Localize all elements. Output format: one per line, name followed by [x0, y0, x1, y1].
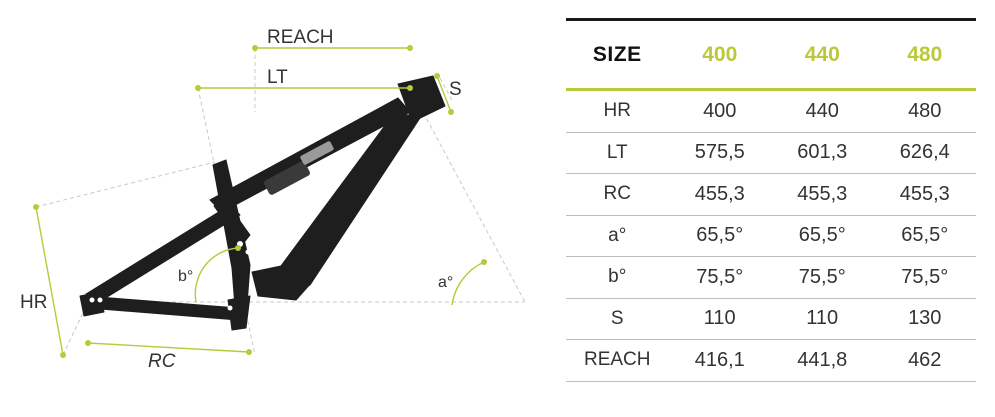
table-cell: 110: [703, 307, 736, 330]
table-row: b° 75,5° 75,5° 75,5°: [566, 257, 976, 299]
table-cell: 416,1: [694, 348, 745, 371]
dimension-lines: [35, 47, 485, 356]
dimension-endpoints: [33, 45, 487, 358]
lt-label: LT: [267, 67, 288, 88]
table-cell: 455,3: [694, 182, 745, 205]
geometry-table: SIZE 400 440 480 HR 400 440 480 LT 575,5…: [566, 18, 976, 382]
row-label: REACH: [583, 349, 651, 371]
table-cell: 626,4: [899, 141, 950, 164]
s-line: [436, 75, 452, 113]
rc-label: RC: [148, 351, 176, 372]
table-cell: 400: [703, 99, 737, 122]
row-label: HR: [603, 100, 631, 122]
table-cell: 440: [805, 99, 839, 122]
a-angle-label: a°: [438, 274, 453, 291]
b-angle-label: b°: [178, 268, 193, 285]
table-cell: 455,3: [899, 182, 950, 205]
rc-line: [87, 342, 250, 353]
table-cell: 575,5: [694, 141, 745, 164]
rear-dropout: [79, 291, 105, 317]
reach-label: REACH: [267, 27, 334, 48]
table-cell: 65,5°: [696, 224, 744, 247]
table-row: RC 455,3 455,3 455,3: [566, 174, 976, 216]
table-cell: 75,5°: [696, 265, 744, 288]
row-label: LT: [606, 141, 628, 163]
frame-geometry-diagram: REACH LT S HR RC a° b°: [20, 27, 526, 372]
s-label: S: [449, 79, 462, 100]
table-row: REACH 416,1 441,8 462: [566, 340, 976, 382]
row-label: S: [610, 307, 624, 329]
table-cell: 65,5°: [798, 224, 846, 247]
row-label: b°: [608, 266, 627, 288]
table-row: S 110 110 130: [566, 299, 976, 340]
table-cell: 110: [806, 307, 839, 330]
table-cell: 130: [908, 307, 942, 330]
table-row: LT 575,5 601,3 626,4: [566, 133, 976, 174]
motor-housing: [251, 261, 313, 301]
table-row: HR 400 440 480: [566, 91, 976, 133]
size-400-header: 400: [702, 42, 738, 66]
rear-shock: [263, 141, 334, 195]
table-cell: 441,8: [797, 348, 848, 371]
table-cell: 601,3: [797, 141, 848, 164]
chain-stay: [85, 295, 239, 321]
a-angle-arc: [451, 261, 485, 306]
table-cell: 462: [908, 348, 942, 371]
table-top-rule: [566, 18, 976, 21]
table-cell: 455,3: [797, 182, 848, 205]
row-label: RC: [603, 183, 631, 205]
hr-label: HR: [20, 292, 47, 313]
table-cell: 75,5°: [798, 265, 846, 288]
b-angle-arc: [194, 247, 239, 303]
size-480-header: 480: [907, 42, 943, 66]
table-header-row: SIZE 400 440 480: [566, 21, 976, 91]
bb-lug: [227, 295, 251, 331]
size-440-header: 440: [804, 42, 840, 66]
bike-frame: [79, 75, 446, 331]
table-row: a° 65,5° 65,5° 65,5°: [566, 216, 976, 257]
table-cell: 480: [908, 99, 942, 122]
table-cell: 75,5°: [901, 265, 949, 288]
size-header: SIZE: [592, 42, 642, 66]
row-label: a°: [608, 224, 627, 246]
hr-line: [35, 206, 64, 356]
table-cell: 65,5°: [901, 224, 949, 247]
